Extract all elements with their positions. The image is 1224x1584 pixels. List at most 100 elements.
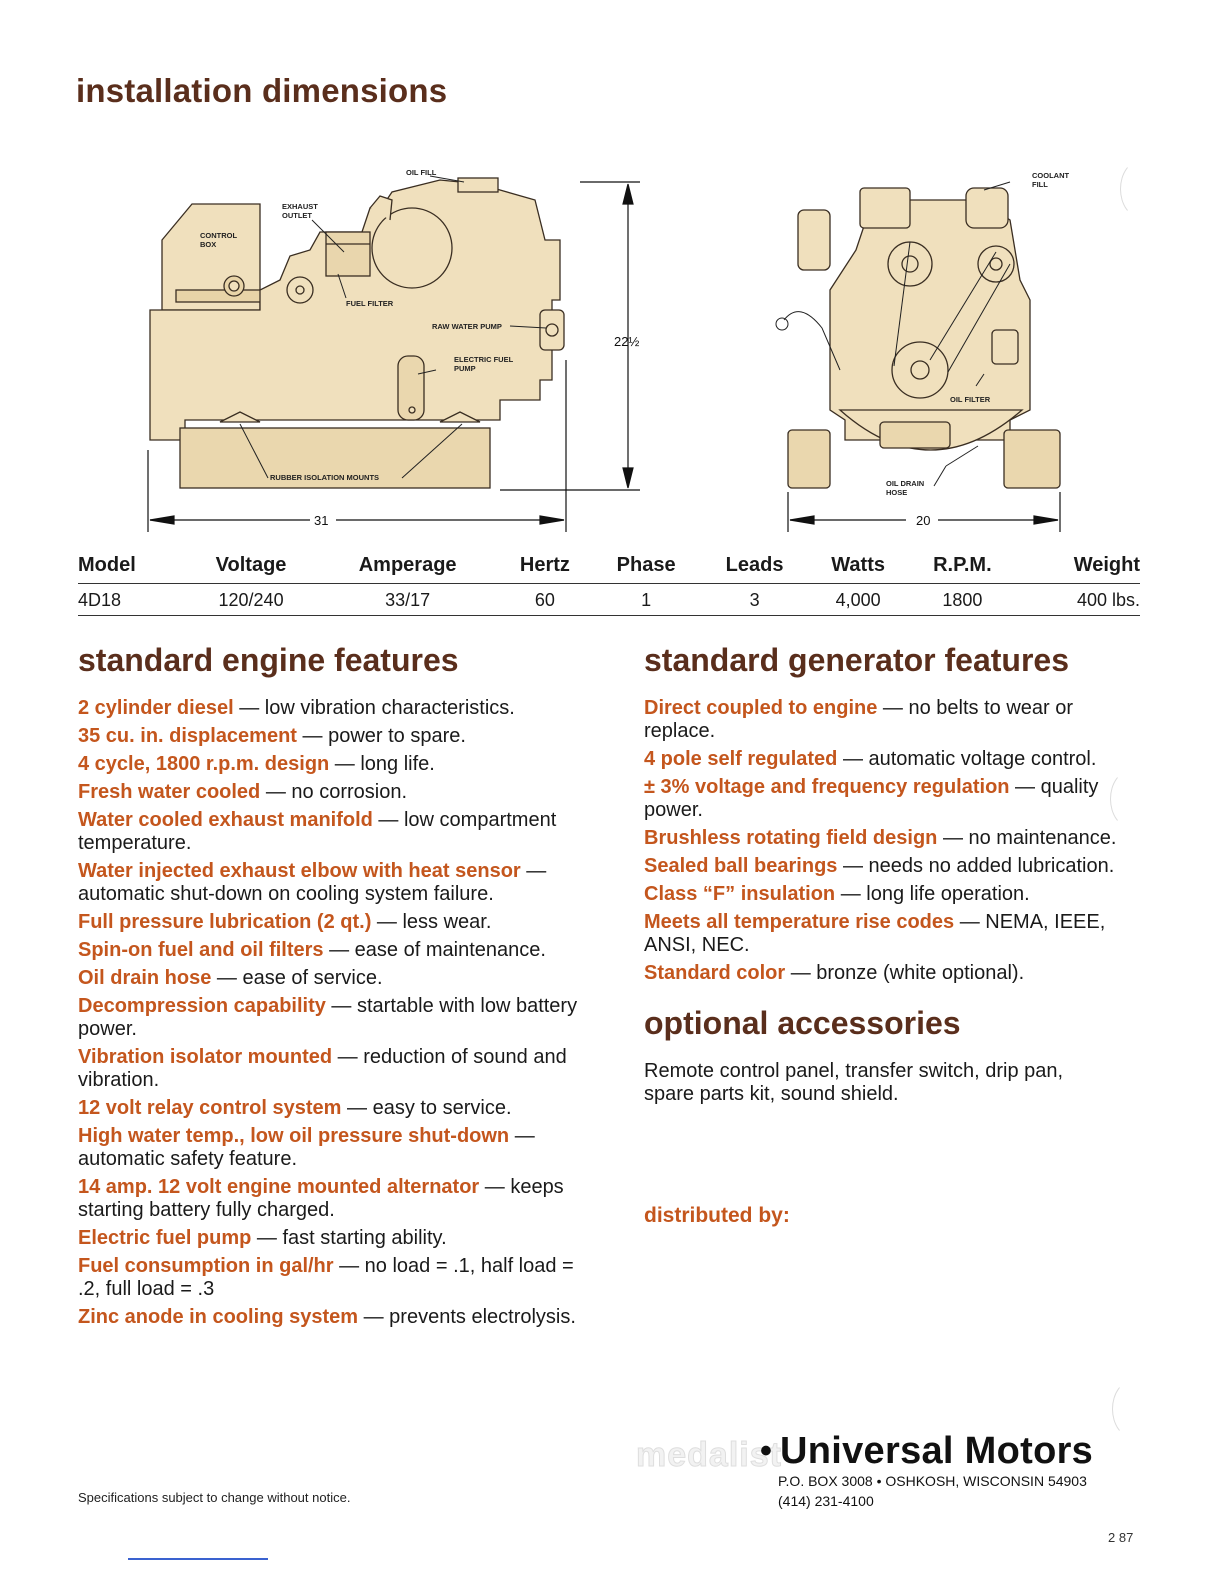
label-oil-fill: OIL FILL bbox=[406, 168, 437, 177]
col-rpm: R.P.M. bbox=[908, 552, 1017, 584]
col-hertz: Hertz bbox=[498, 552, 592, 584]
company-address: P.O. BOX 3008 • OSHKOSH, WISCONSIN 54903 bbox=[778, 1473, 1087, 1489]
engine-feature-text: — easy to service. bbox=[341, 1097, 512, 1119]
company-name: Universal Motors bbox=[780, 1430, 1094, 1472]
generator-feature-key: Meets all temperature rise codes bbox=[644, 911, 955, 933]
engine-feature-key: Fuel consumption in gal/hr bbox=[78, 1255, 334, 1277]
generator-feature-text: — no belts to wear or replace. bbox=[644, 697, 1074, 742]
height-dimension: 22½ bbox=[614, 334, 639, 349]
list-item: Sealed ball bearings — needs no added lu… bbox=[644, 855, 1134, 878]
specifications-footnote: Specifications subject to change without… bbox=[78, 1490, 351, 1505]
engine-feature-key: 4 cycle, 1800 r.p.m. design bbox=[78, 753, 330, 775]
list-item: 14 amp. 12 volt engine mounted alternato… bbox=[78, 1176, 578, 1222]
list-item: 35 cu. in. displacement — power to spare… bbox=[78, 725, 578, 748]
engine-feature-text: — keeps starting battery fully charged. bbox=[78, 1176, 564, 1221]
spec-table: Model Voltage Amperage Hertz Phase Leads… bbox=[78, 552, 1140, 616]
list-item: Oil drain hose — ease of service. bbox=[78, 967, 578, 990]
label-oil-drain-hose-2: HOSE bbox=[886, 488, 907, 497]
list-item: Decompression capability — startable wit… bbox=[78, 995, 578, 1041]
engine-feature-key: Water cooled exhaust manifold bbox=[78, 809, 373, 831]
list-item: Water injected exhaust elbow with heat s… bbox=[78, 860, 578, 906]
col-watts: Watts bbox=[808, 552, 909, 584]
generator-feature-text: — automatic voltage control. bbox=[837, 748, 1097, 770]
table-row: 4D18 120/240 33/17 60 1 3 4,000 1800 400… bbox=[78, 583, 1140, 616]
cell-rpm: 1800 bbox=[908, 583, 1017, 616]
list-item: 4 pole self regulated — automatic voltag… bbox=[644, 748, 1134, 771]
page-number: 2 87 bbox=[1108, 1530, 1134, 1545]
front-width-dimension: 20 bbox=[916, 513, 930, 528]
list-item: 2 cylinder diesel — low vibration charac… bbox=[78, 697, 578, 720]
front-view-diagram: COOLANT FILL OIL FILTER OIL DRAIN HOSE 2… bbox=[775, 171, 1069, 532]
generator-feature-text: — quality power. bbox=[644, 776, 1099, 821]
list-item: Electric fuel pump — fast starting abili… bbox=[78, 1227, 578, 1250]
list-item: Meets all temperature rise codes — NEMA,… bbox=[644, 911, 1134, 957]
engine-feature-text: — low compartment temperature. bbox=[78, 809, 557, 854]
list-item: Class “F” insulation — long life operati… bbox=[644, 883, 1134, 906]
generator-feature-key: Sealed ball bearings bbox=[644, 855, 838, 877]
engine-feature-key: Full pressure lubrication (2 qt.) bbox=[78, 911, 372, 933]
engine-feature-text: — long life. bbox=[329, 753, 435, 775]
optional-accessories-heading: optional accessories bbox=[644, 1005, 961, 1041]
engine-feature-text: — no corrosion. bbox=[260, 781, 408, 803]
label-raw-water-pump: RAW WATER PUMP bbox=[432, 322, 502, 331]
cell-voltage: 120/240 bbox=[185, 583, 317, 616]
binder-hole-mark bbox=[1112, 1380, 1154, 1438]
label-fuel-filter: FUEL FILTER bbox=[346, 299, 394, 308]
logo-bullet-icon: • bbox=[760, 1432, 772, 1470]
list-item: Spin-on fuel and oil filters — ease of m… bbox=[78, 939, 578, 962]
generator-feature-text: — long life operation. bbox=[835, 883, 1030, 905]
optional-accessories-text: Remote control panel, transfer switch, d… bbox=[644, 1060, 1064, 1105]
company-phone: (414) 231-4100 bbox=[778, 1493, 874, 1509]
engine-feature-key: 2 cylinder diesel bbox=[78, 697, 234, 719]
engine-feature-text: — no load = .1, half load = .2, full loa… bbox=[78, 1255, 574, 1300]
label-control-box: CONTROL bbox=[200, 231, 237, 240]
generator-features-list: Direct coupled to engine — no belts to w… bbox=[644, 697, 1134, 985]
cell-model: 4D18 bbox=[78, 583, 186, 616]
list-item: ± 3% voltage and frequency regulation — … bbox=[644, 776, 1134, 822]
engine-feature-key: Vibration isolator mounted bbox=[78, 1046, 333, 1068]
engine-feature-key: Decompression capability bbox=[78, 995, 326, 1017]
engine-feature-key: High water temp., low oil pressure shut-… bbox=[78, 1125, 510, 1147]
engine-feature-key: 12 volt relay control system bbox=[78, 1097, 342, 1119]
col-voltage: Voltage bbox=[185, 552, 317, 584]
generator-feature-text: — bronze (white optional). bbox=[785, 962, 1025, 984]
cell-amperage: 33/17 bbox=[316, 583, 499, 616]
label-oil-drain-hose: OIL DRAIN bbox=[886, 479, 924, 488]
label-control-box-2: BOX bbox=[200, 240, 216, 249]
engine-features-section: standard engine features 2 cylinder dies… bbox=[78, 642, 578, 1334]
engine-feature-key: Fresh water cooled bbox=[78, 781, 261, 803]
engine-feature-text: — less wear. bbox=[371, 911, 492, 933]
col-amperage: Amperage bbox=[316, 552, 499, 584]
list-item: 12 volt relay control system — easy to s… bbox=[78, 1097, 578, 1120]
engine-features-list: 2 cylinder diesel — low vibration charac… bbox=[78, 697, 578, 1329]
engine-feature-key: Water injected exhaust elbow with heat s… bbox=[78, 860, 521, 882]
generator-features-section: standard generator features Direct coupl… bbox=[644, 642, 1134, 1111]
generator-feature-key: 4 pole self regulated bbox=[644, 748, 838, 770]
cell-hertz: 60 bbox=[498, 583, 592, 616]
list-item: Fresh water cooled — no corrosion. bbox=[78, 781, 578, 804]
cell-watts: 4,000 bbox=[808, 583, 909, 616]
engine-feature-key: 14 amp. 12 volt engine mounted alternato… bbox=[78, 1176, 480, 1198]
list-item: Fuel consumption in gal/hr — no load = .… bbox=[78, 1255, 578, 1301]
label-oil-filter: OIL FILTER bbox=[950, 395, 991, 404]
scan-artifact-line bbox=[128, 1558, 268, 1560]
col-phase: Phase bbox=[591, 552, 701, 584]
col-model: Model bbox=[78, 552, 186, 584]
list-item: 4 cycle, 1800 r.p.m. design — long life. bbox=[78, 753, 578, 776]
generator-feature-key: Class “F” insulation bbox=[644, 883, 836, 905]
engine-feature-text: — power to spare. bbox=[296, 725, 466, 747]
generator-feature-text: — no maintenance. bbox=[937, 827, 1117, 849]
label-electric-fuel-pump-2: PUMP bbox=[454, 364, 476, 373]
engine-feature-key: Spin-on fuel and oil filters bbox=[78, 939, 324, 961]
distributed-by-label: distributed by: bbox=[644, 1204, 790, 1227]
engine-feature-key: 35 cu. in. displacement bbox=[78, 725, 297, 747]
engine-feature-text: — fast starting ability. bbox=[251, 1227, 447, 1249]
cell-weight: 400 lbs. bbox=[1016, 583, 1140, 616]
engine-feature-key: Oil drain hose bbox=[78, 967, 212, 989]
engine-feature-text: — ease of service. bbox=[211, 967, 383, 989]
col-leads: Leads bbox=[700, 552, 809, 584]
list-item: Direct coupled to engine — no belts to w… bbox=[644, 697, 1134, 743]
company-address-block: P.O. BOX 3008 • OSHKOSH, WISCONSIN 54903… bbox=[778, 1471, 1087, 1511]
side-width-dimension: 31 bbox=[314, 513, 328, 528]
brand-logo: medalist • Universal Motors bbox=[636, 1428, 1116, 1476]
